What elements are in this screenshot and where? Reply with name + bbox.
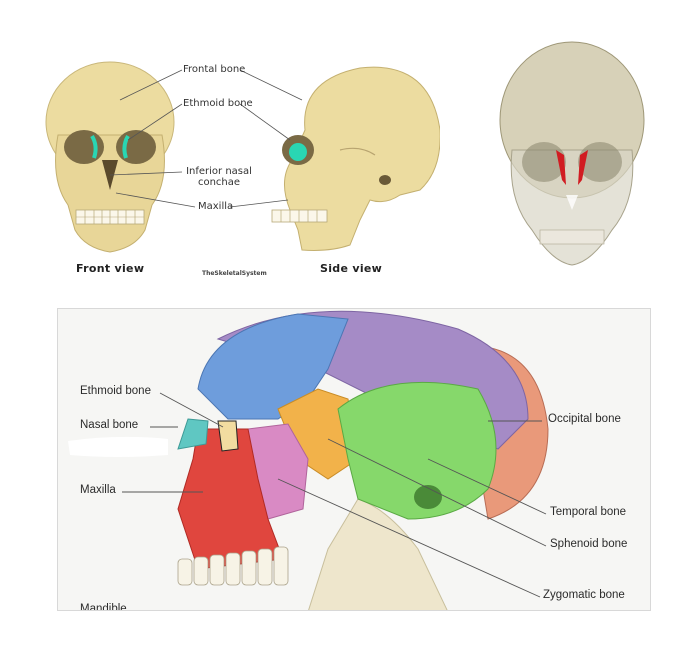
maxilla-label: Maxilla [198, 201, 234, 212]
frontal-bone-label: Frontal bone [183, 64, 246, 75]
mandible-partial-label: Mandible [80, 603, 127, 611]
ethmoid-bone-label: Ethmoid bone [183, 98, 253, 109]
zygomatic-bone-label: Zygomatic bone [543, 589, 625, 601]
translucent-skull-panel [492, 30, 652, 280]
redacted-label-blank [68, 436, 168, 457]
occipital-bone-label: Occipital bone [548, 413, 621, 425]
skull-illustrations [45, 61, 440, 253]
front-skull [45, 61, 175, 253]
sphenoid-bone-label: Sphenoid bone [550, 538, 628, 550]
front-side-view-panel: Frontal bone Ethmoid bone Inferior nasal… [40, 30, 440, 280]
side-view-caption: Side view [320, 262, 383, 275]
side-skull [271, 66, 440, 251]
ethmoid-bone-lateral-label: Ethmoid bone [80, 385, 151, 397]
maxilla-lateral-label: Maxilla [80, 484, 116, 496]
ethmoid-shape [217, 420, 239, 452]
temporal-bone-label: Temporal bone [550, 506, 627, 518]
inferior-nasal-conchae-label: Inferior nasal conchae [186, 166, 252, 188]
leader-lines [109, 69, 303, 208]
ear-canal [414, 485, 442, 509]
lateral-skull-diagram [58, 309, 650, 610]
nasal-shape [177, 418, 209, 450]
front-view-caption: Front view [76, 262, 145, 275]
lateral-skull-panel: Ethmoid bone Nasal bone Maxilla Occipita… [57, 308, 651, 611]
translucent-skull [499, 41, 645, 266]
temporal-shape [337, 381, 497, 520]
watermark-logo: TheSkeletalSystem [202, 270, 267, 277]
lateral-leader-lines [122, 392, 547, 598]
teeth [177, 546, 289, 586]
nasal-bone-label: Nasal bone [80, 419, 139, 431]
